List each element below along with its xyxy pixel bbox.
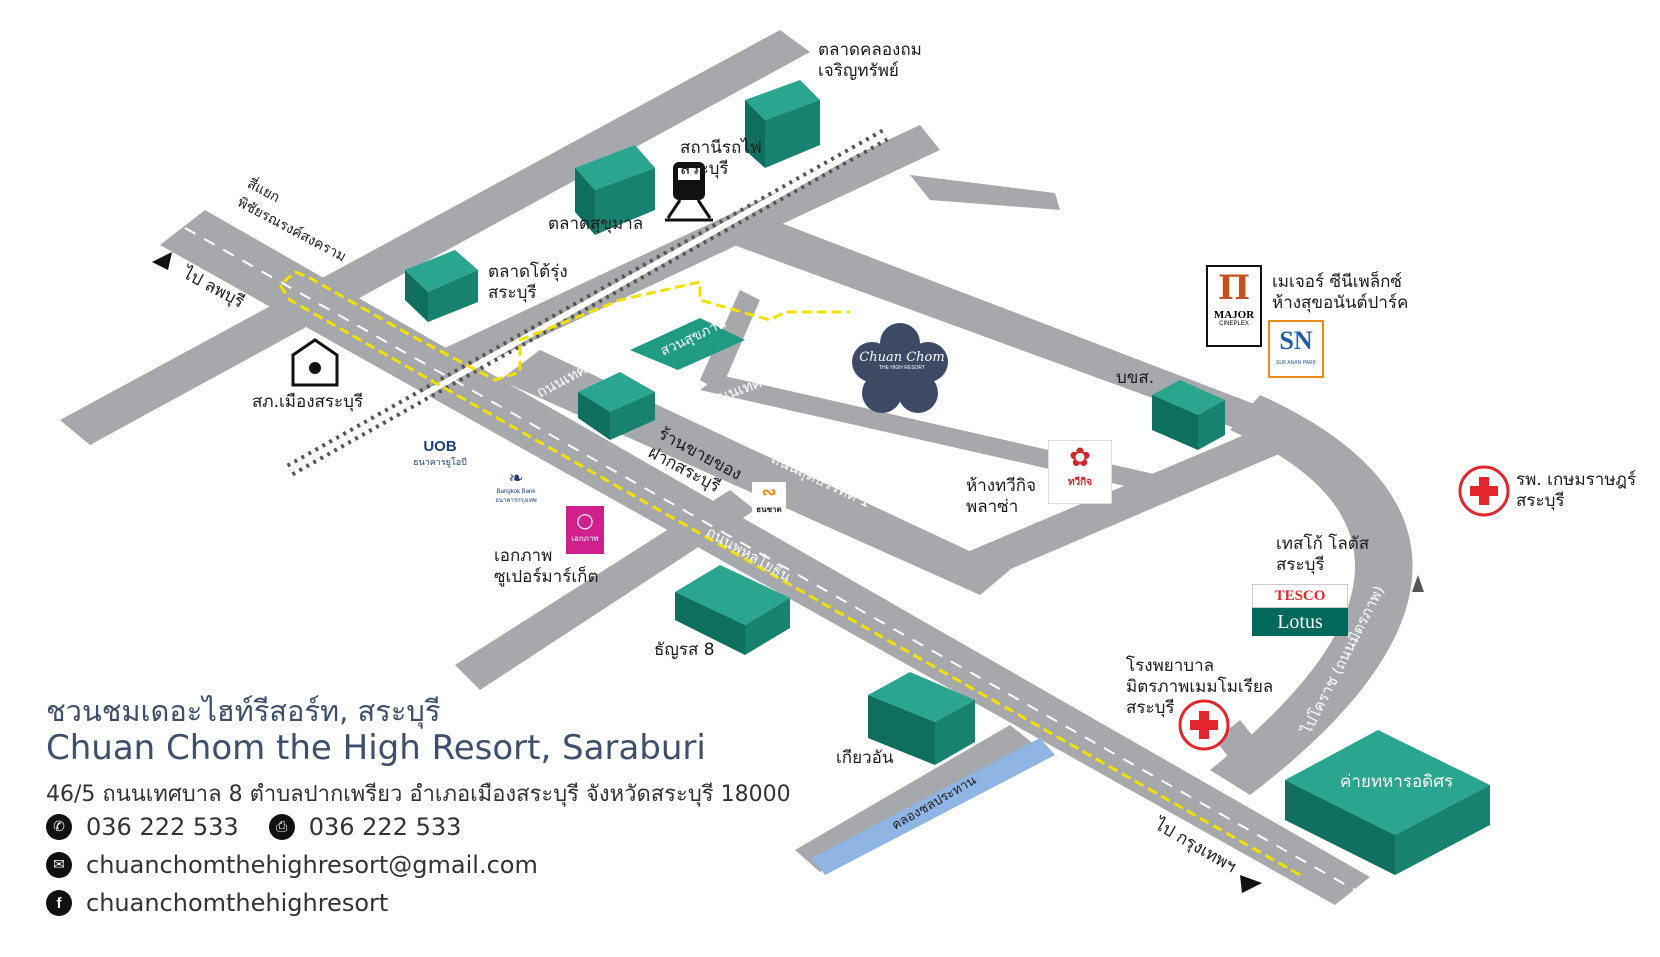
title-english: Chuan Chom the High Resort, Saraburi <box>46 728 706 768</box>
phone-number[interactable]: 036 222 533 <box>86 813 239 841</box>
title-thai: ชวนชมเดอะไฮท์รีสอร์ท, สระบุรี <box>46 694 441 728</box>
taweekit-logo-text: ทวีกิจ <box>1067 477 1093 488</box>
resort-logo-sub: THE HIGH RESORT <box>878 365 926 371</box>
bangkok-bank-name-th: ธนาคารกรุงเทพ <box>495 498 537 504</box>
ekaphap-logo-text: เอกภาพ <box>571 534 599 543</box>
major-logo-icon: Π <box>1217 268 1251 308</box>
road-phaholyothin <box>160 210 1370 905</box>
label-tanyaros: ธัญรส 8 <box>654 640 715 660</box>
road-lower-left <box>455 490 755 690</box>
tesco-logo-bottom: Lotus <box>1252 608 1348 636</box>
label-hospital-mittraphap: โรงพยาบาล มิตรภาพเมมโมเรียล สระบุรี <box>1126 656 1274 718</box>
buildings <box>405 80 1490 875</box>
uob-logo: UOB ธนาคารยูโอบี <box>410 438 470 474</box>
road-sudbantad <box>960 420 1300 580</box>
label-army-camp: ค่ายทหารอดิศร <box>1340 772 1454 792</box>
label-train-station: สถานีรถไฟ สระบุรี <box>680 138 762 179</box>
major-logo-text: MAJOR <box>1213 309 1255 321</box>
uob-logo-text: UOB <box>423 438 457 455</box>
road-bottom-left <box>795 725 1035 872</box>
label-ekaphap: เอกภาพ ซูเปอร์มาร์เก็ต <box>494 546 599 587</box>
major-logo-sub: CINEPLEX <box>1219 321 1249 327</box>
thanachart-logo-text: ธนชาต <box>756 505 782 514</box>
road-label-sudbantad13: ถนนสุดบรรทัด 13 <box>1008 249 1124 312</box>
thanachart-logo-mark: ∾ <box>761 482 777 502</box>
contact-email-row: ✉ chuanchomthehighresort@gmail.com <box>46 850 538 880</box>
park <box>630 318 745 370</box>
contact-facebook-row: f chuanchomthehighresort <box>46 888 388 918</box>
bangkok-bank-logo: ❧ Bangkok Bank ธนาคารกรุงเทพ <box>488 468 544 514</box>
email-address[interactable]: chuanchomthehighresort@gmail.com <box>86 851 538 879</box>
resort-logo-name: Chuan Chom <box>859 350 945 365</box>
road-upper <box>60 30 810 445</box>
tesco-logo: TESCO Lotus <box>1252 584 1348 636</box>
label-market-klongthom: ตลาดคลองถม เจริญทรัพย์ <box>818 40 922 81</box>
road-sudbantad13 <box>720 215 1270 430</box>
label-taweekit: ห้างทวีกิจ พลาซ่า <box>966 476 1037 517</box>
route-path <box>278 270 1301 877</box>
sn-logo-sub: SUK ANAN PARK <box>1276 360 1316 366</box>
arrow-korat-icon <box>1412 575 1424 592</box>
resort-logo-text: Chuan Chom THE HIGH RESORT <box>852 350 952 371</box>
label-bus-terminal: บขส. <box>1116 368 1155 388</box>
uob-logo-sub: ธนาคารยูโอบี <box>413 457 467 467</box>
hospital-kasemrad-icon <box>1458 465 1510 517</box>
contact-phone-row: ✆ 036 222 533 ⎙ 036 222 533 <box>46 812 461 842</box>
resort-logo <box>852 323 948 413</box>
sn-logo: SN SUK ANAN PARK <box>1268 320 1324 378</box>
railway <box>286 128 889 477</box>
phone-icon: ✆ <box>46 814 72 840</box>
major-logo: Π MAJOR CINEPLEX <box>1206 265 1262 347</box>
road-mittraphap <box>1210 395 1413 795</box>
canal <box>812 738 1055 875</box>
fax-icon: ⎙ <box>268 814 295 840</box>
ekaphap-logo-mark: ○ <box>576 508 594 532</box>
fax-number[interactable]: 036 222 533 <box>308 813 462 841</box>
bangkok-bank-name: Bangkok Bank <box>496 489 536 495</box>
police-icon <box>291 338 339 387</box>
arrow-bangkok-icon <box>1240 875 1262 893</box>
tesco-logo-top: TESCO <box>1252 584 1348 608</box>
label-market-sukhumal: ตลาดสุขุมาล <box>548 214 644 234</box>
email-icon: ✉ <box>46 852 72 878</box>
label-market-torung: ตลาดโต้รุ่ง สระบุรี <box>488 262 568 303</box>
label-tesco: เทสโก้ โลตัส สระบุรี <box>1276 534 1370 575</box>
train-icon <box>665 162 713 222</box>
facebook-icon: f <box>46 890 72 916</box>
roads <box>60 30 1413 905</box>
hospital-mittraphap-icon <box>1178 699 1230 751</box>
label-major: เมเจอร์ ซีนีเพล็กซ์ ห้างสุขอนันต์ปาร์ค <box>1272 272 1409 313</box>
label-police: สภ.เมืองสระบุรี <box>252 392 364 412</box>
arrow-lopburi-icon <box>152 252 172 270</box>
facebook-page[interactable]: chuanchomthehighresort <box>86 889 389 917</box>
label-hospital-kasemrad: รพ. เกษมราษฎร์ สระบุรี <box>1516 470 1637 511</box>
label-kiaw-an: เกียวอัน <box>836 748 894 768</box>
ekaphap-logo: ○ เอกภาพ <box>566 506 604 554</box>
taweekit-logo-icon: ✿ <box>1069 443 1091 473</box>
bangkok-bank-icon: ❧ <box>508 468 524 489</box>
road-center-line <box>184 227 1356 891</box>
address: 46/5 ถนนเทศบาล 8 ตำบลปากเพรียว อำเภอเมือ… <box>46 782 791 807</box>
sn-logo-text: SN <box>1279 326 1313 355</box>
taweekit-logo: ✿ ทวีกิจ <box>1048 440 1112 504</box>
thanachart-logo: ∾ ธนชาต <box>752 482 786 516</box>
road-connector-top <box>910 175 1060 210</box>
